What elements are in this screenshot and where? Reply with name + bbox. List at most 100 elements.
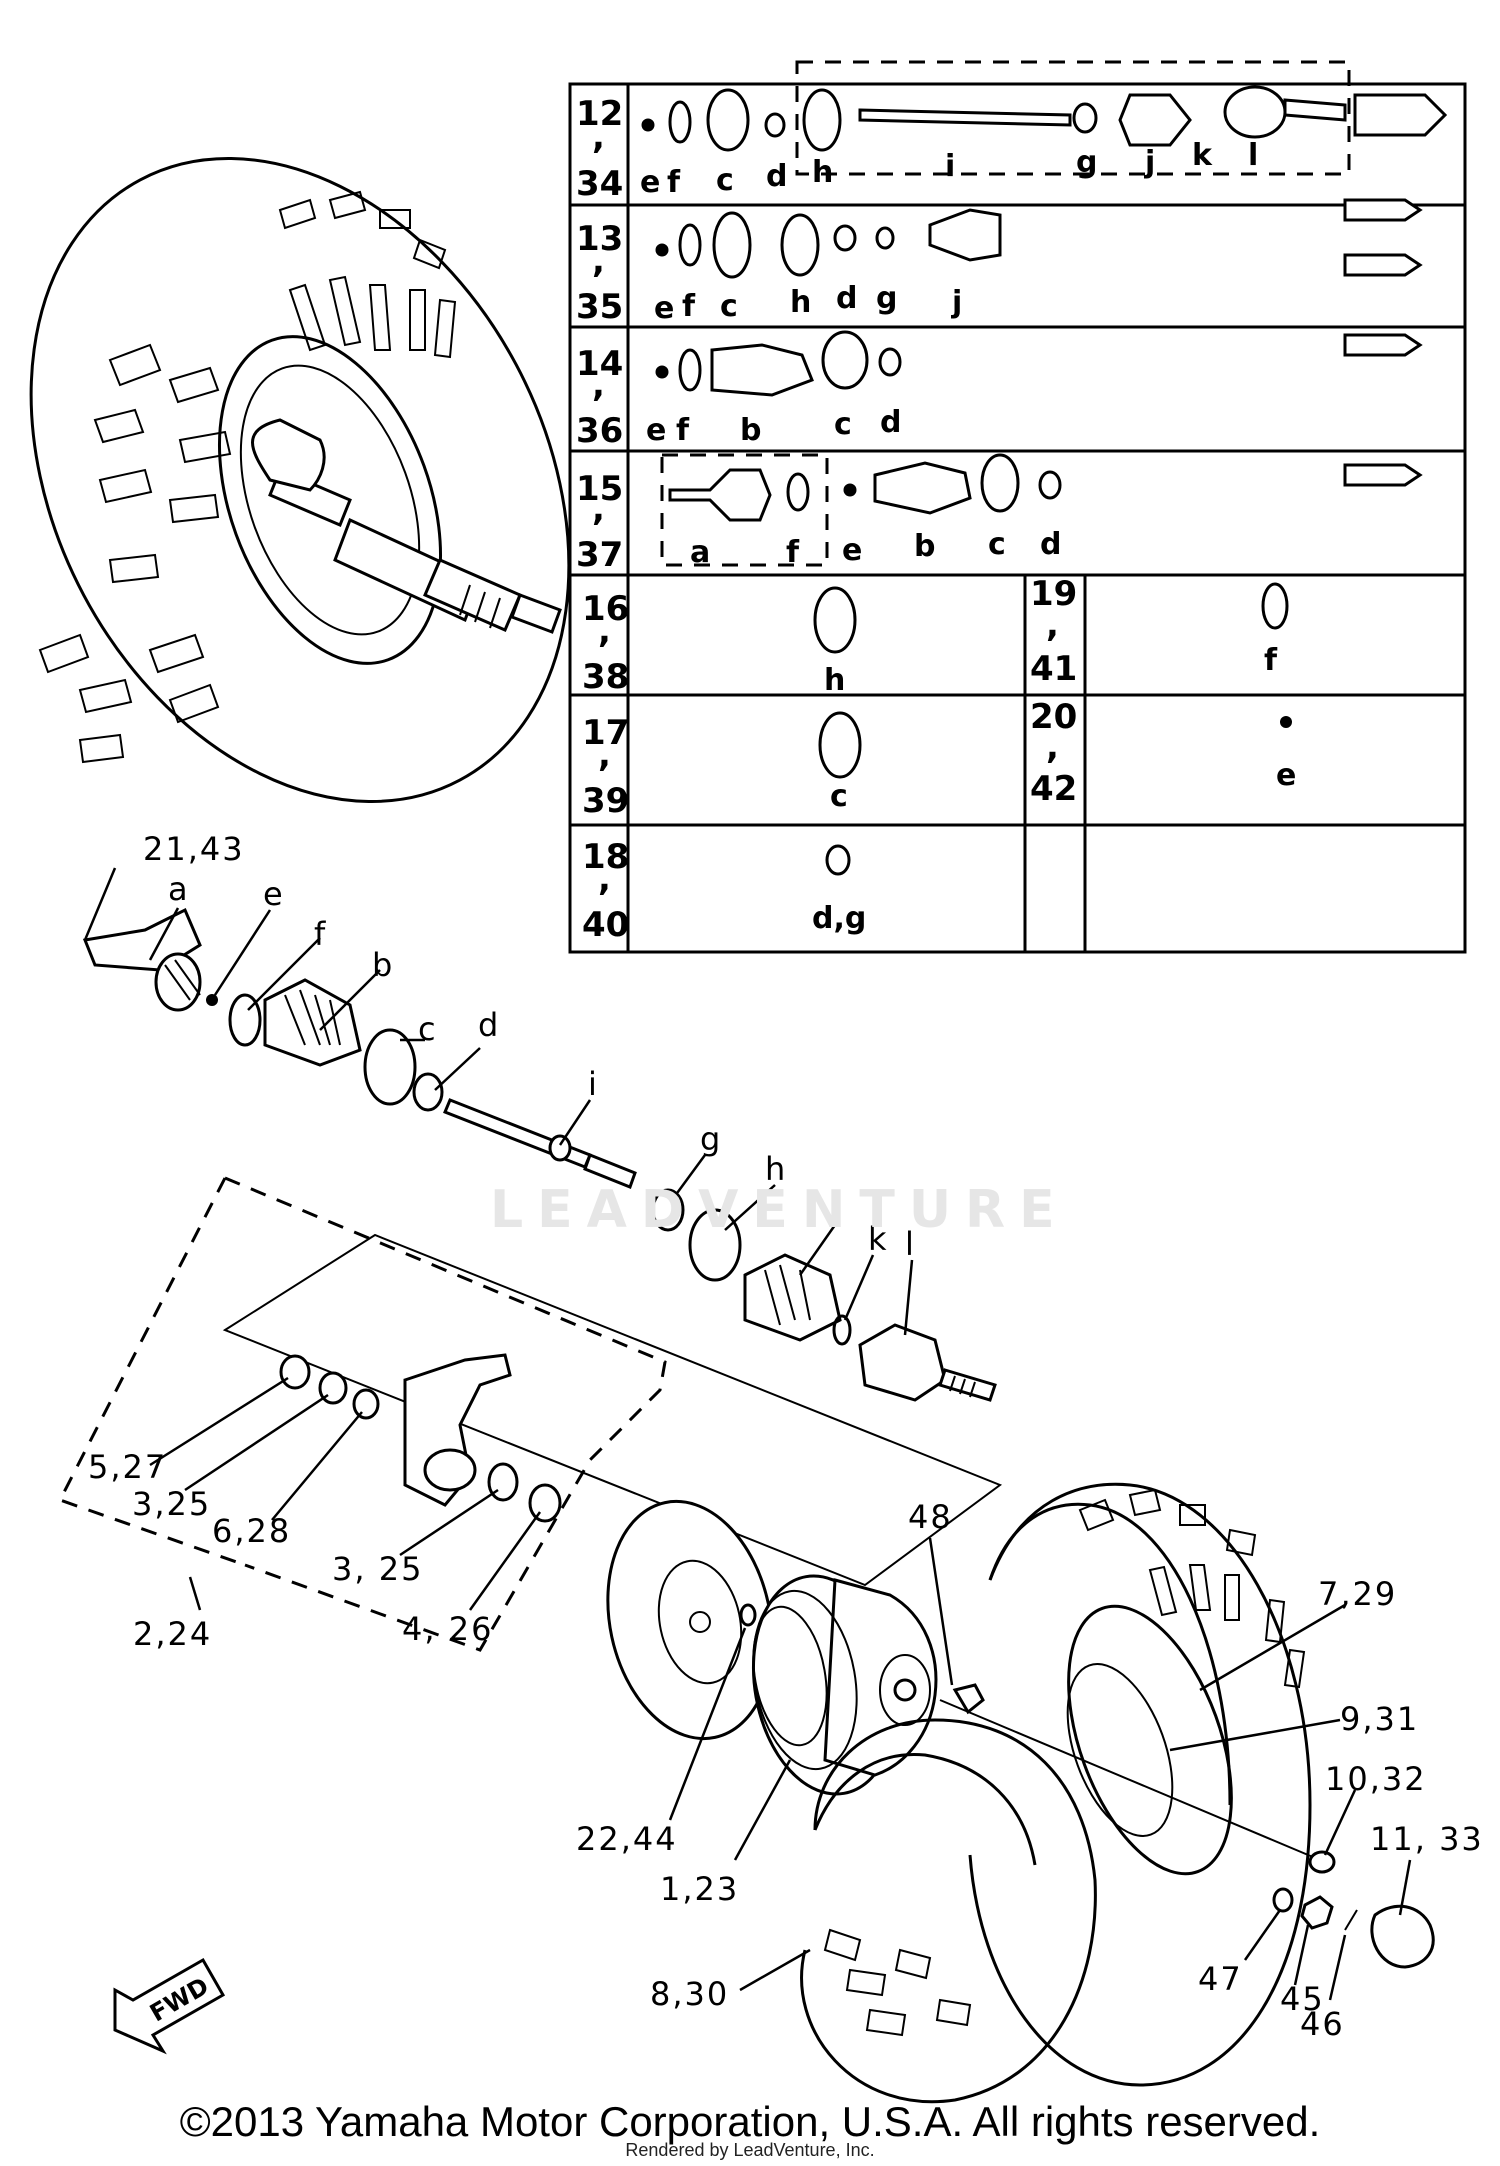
label-part-a: a — [168, 870, 190, 908]
label-part-e: e — [263, 875, 285, 913]
label-part-d: d — [478, 1006, 500, 1044]
table-ref-13: 13 — [576, 219, 623, 259]
table-part-f: f — [1264, 643, 1278, 678]
table-part-l: l — [1248, 138, 1258, 173]
table-part-j: j — [1144, 145, 1155, 180]
table-part-b: b — [914, 529, 935, 564]
label-part-b: b — [372, 946, 394, 984]
table-part-c: c — [988, 527, 1006, 562]
table-part-h: h — [790, 285, 811, 320]
table-ref-37: 37 — [576, 535, 623, 575]
table-part-h: h — [824, 663, 845, 698]
callout-1-23: 1,23 — [660, 1870, 739, 1908]
callout-47: 47 — [1198, 1960, 1243, 1998]
table-ref-40: 40 — [582, 905, 629, 945]
table-ref-16: 16 — [582, 589, 629, 629]
table-ref-sep: , — [598, 735, 611, 775]
table-ref-14: 14 — [576, 344, 623, 384]
watermark-text: LEADVENTURE — [490, 1180, 1069, 1240]
parts-kit-table: 12 , 34 13 , 35 14 , 36 15 , 37 16 , 38 … — [568, 60, 1467, 954]
table-part-j: j — [951, 285, 962, 320]
table-part-c: c — [830, 779, 848, 814]
callout-2-24: 2,24 — [133, 1615, 212, 1653]
callout-4-26: 4, 26 — [402, 1610, 493, 1648]
table-part-a: a — [690, 535, 710, 570]
table-part-f: f — [667, 165, 681, 200]
table-ref-sep: , — [1046, 727, 1059, 767]
table-ref-39: 39 — [582, 781, 629, 821]
callout-48: 48 — [908, 1498, 953, 1536]
wheel-hub-exploded: 48 7,29 9,31 10,32 11, 33 22,44 1,23 8,3… — [576, 1482, 1484, 2104]
table-ref-36: 36 — [576, 411, 623, 451]
label-part-h: h — [765, 1150, 787, 1188]
callout-46: 46 — [1300, 2005, 1345, 2043]
table-part-f: f — [682, 289, 696, 324]
knuckle-assembly-group: 5,27 3,25 6,28 3, 25 4, 26 2,24 — [57, 1176, 1003, 1653]
callout-3-25: 3,25 — [132, 1485, 211, 1523]
table-part-g: g — [876, 281, 897, 316]
label-part-g: g — [700, 1120, 722, 1158]
table-part-i: i — [945, 149, 955, 184]
table-part-c: c — [834, 407, 852, 442]
table-ref-sep: , — [598, 611, 611, 651]
callout-45: 45 — [1280, 1980, 1325, 2018]
table-ref-42: 42 — [1030, 769, 1077, 809]
table-part-f: f — [786, 535, 800, 570]
table-ref-38: 38 — [582, 657, 629, 697]
table-ref-sep: , — [598, 859, 611, 899]
table-part-c: c — [720, 289, 738, 324]
table-ref-sep: , — [592, 117, 605, 157]
copyright-notice: ©2013 Yamaha Motor Corporation, U.S.A. A… — [179, 2098, 1321, 2145]
table-part-d: d — [836, 281, 857, 316]
table-ref-34: 34 — [576, 164, 623, 204]
label-part-j: j — [829, 1190, 841, 1228]
table-ref-19: 19 — [1030, 574, 1077, 614]
callout-6-28: 6,28 — [212, 1512, 291, 1550]
table-ref-sep: , — [592, 241, 605, 281]
table-part-e: e — [654, 291, 674, 326]
table-part-e: e — [646, 413, 666, 448]
table-ref-17: 17 — [582, 713, 629, 753]
table-part-e: e — [1276, 758, 1296, 793]
table-ref-18: 18 — [582, 837, 629, 877]
table-part-f: f — [676, 413, 690, 448]
callout-7-29: 7,29 — [1318, 1575, 1397, 1613]
callout-11-33: 11, 33 — [1370, 1820, 1484, 1858]
table-ref-41: 41 — [1030, 649, 1077, 689]
table-part-dg: d,g — [812, 901, 866, 936]
drive-shaft-exploded: 21,43 a e f b c d i g h j k l — [82, 830, 997, 1402]
fwd-arrow-icon: FWD — [113, 1957, 226, 2055]
callout-5-27: 5,27 — [88, 1448, 167, 1486]
callout-3-25-b: 3, 25 — [332, 1550, 423, 1588]
table-part-d: d — [766, 159, 787, 194]
table-ref-20: 20 — [1030, 697, 1077, 737]
table-ref-12: 12 — [576, 94, 623, 134]
rendered-by-notice: Rendered by LeadVenture, Inc. — [625, 2140, 875, 2160]
label-part-l: l — [905, 1225, 916, 1263]
label-part-k: k — [868, 1220, 889, 1258]
table-ref-sep: , — [592, 489, 605, 529]
table-ref-35: 35 — [576, 287, 623, 327]
table-part-h: h — [812, 155, 833, 190]
label-part-f: f — [314, 915, 327, 953]
table-ref-sep: , — [1046, 605, 1059, 645]
callout-8-30: 8,30 — [650, 1975, 729, 2013]
table-ref-sep: , — [592, 365, 605, 405]
assembled-wheel-illustration — [29, 157, 571, 803]
callout-22-44: 22,44 — [576, 1820, 678, 1858]
label-assembly-21-43: 21,43 — [143, 830, 245, 868]
table-part-e: e — [842, 533, 862, 568]
table-part-c: c — [716, 163, 734, 198]
table-ref-15: 15 — [576, 469, 623, 509]
table-part-d: d — [1040, 527, 1061, 562]
table-part-e: e — [640, 165, 660, 200]
callout-10-32: 10,32 — [1325, 1760, 1427, 1798]
label-part-c: c — [418, 1010, 438, 1048]
table-part-b: b — [740, 413, 761, 448]
table-part-g: g — [1076, 145, 1097, 180]
label-part-i: i — [588, 1065, 599, 1103]
table-part-k: k — [1192, 138, 1213, 173]
table-part-d: d — [880, 405, 901, 440]
callout-9-31: 9,31 — [1340, 1700, 1419, 1738]
